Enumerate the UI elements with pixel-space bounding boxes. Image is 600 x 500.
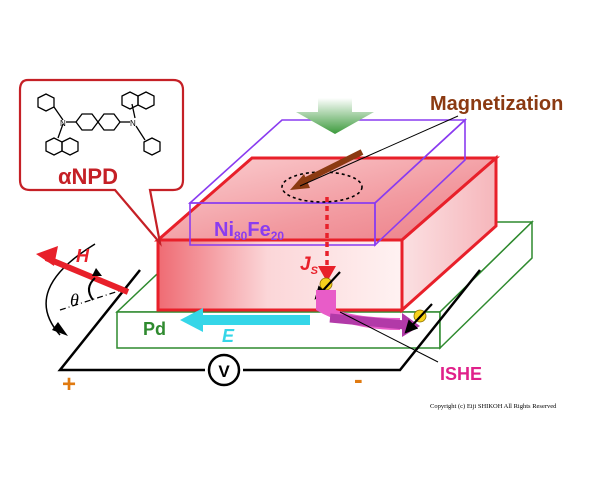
nife-label: Ni80Fe20 bbox=[214, 219, 284, 243]
molecule-label: αNPD bbox=[58, 164, 118, 189]
nife-block bbox=[153, 154, 501, 314]
h-field-group bbox=[36, 243, 130, 336]
nife-label-fe: Fe bbox=[247, 219, 270, 241]
magnetization-arrowhead bbox=[290, 174, 310, 190]
ishe-label: ISHE bbox=[440, 364, 482, 384]
molecule-n-left: N bbox=[60, 119, 66, 128]
nife-outline-box bbox=[187, 118, 468, 247]
molecule-callout bbox=[18, 78, 185, 247]
magnetization-arrow bbox=[298, 149, 364, 186]
js-label-j: J bbox=[300, 254, 311, 275]
ishe-leader-line bbox=[339, 311, 439, 363]
voltmeter-label: V bbox=[218, 362, 230, 381]
green-down-arrow bbox=[296, 98, 374, 134]
h-field-label: H bbox=[76, 246, 90, 266]
e-field-label: E bbox=[222, 326, 235, 346]
anpd-molecule-structure bbox=[37, 91, 161, 156]
theta-label: θ bbox=[70, 290, 79, 310]
nife-label-ni: Ni bbox=[214, 219, 234, 241]
pd-label: Pd bbox=[143, 319, 166, 339]
voltmeter bbox=[207, 353, 241, 387]
magnetization-label: Magnetization bbox=[430, 93, 563, 115]
nife-label-sub2: 20 bbox=[271, 229, 285, 243]
nife-label-sub1: 80 bbox=[234, 229, 248, 243]
precession-ellipse bbox=[281, 171, 363, 203]
e-field-arrowhead bbox=[180, 308, 203, 332]
molecule-n-right: N bbox=[130, 119, 136, 128]
js-label-sub: S bbox=[311, 265, 319, 277]
magnetization-leader-line bbox=[299, 115, 459, 187]
circuit-wires bbox=[57, 269, 481, 372]
minus-sign: - bbox=[354, 364, 363, 394]
copyright-notice: Copyright (c) Eiji SHIKOH All Rights Res… bbox=[430, 403, 557, 410]
js-label: JS bbox=[300, 254, 319, 277]
spin-current-arrowhead bbox=[318, 266, 336, 282]
plus-sign: + bbox=[62, 371, 76, 398]
charge-current-arrow bbox=[329, 313, 406, 330]
spin-particle-right-arrow bbox=[404, 303, 433, 334]
